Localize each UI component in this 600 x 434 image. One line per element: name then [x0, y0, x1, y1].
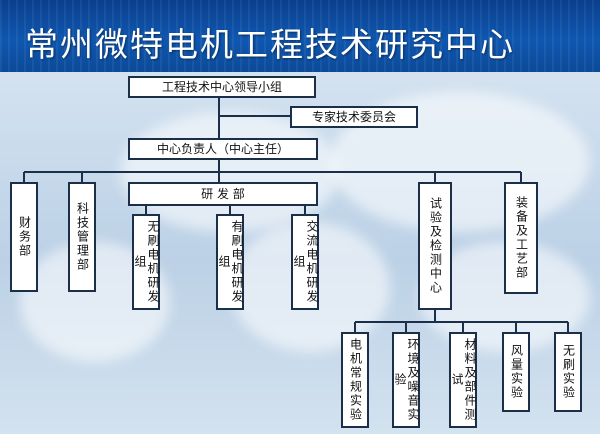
brushless-lab-label: 无刷实验	[561, 344, 576, 400]
ac-motor-rd-label: 交流电机研发组	[292, 220, 319, 304]
test-detection-center-box: 试验及检测中心	[418, 182, 452, 310]
center-head-label: 中心负责人（中心主任）	[156, 142, 289, 156]
env-noise-lab-label: 环境及噪音实验	[393, 338, 420, 422]
page-title: 常州微特电机工程技术研究中心	[25, 25, 515, 64]
leader-group-box: 工程技术中心领导小组	[128, 76, 316, 98]
equipment-process-label: 装备及工艺部	[514, 196, 529, 280]
brushless-motor-rd-label: 无刷电机研发组	[133, 220, 160, 304]
brushed-motor-rd-box: 有刷电机研发组	[216, 214, 244, 310]
finance-dept-label: 财务部	[17, 216, 32, 258]
material-parts-test-box: 材料及部件测试	[449, 332, 477, 428]
brushless-lab-box: 无刷实验	[554, 332, 582, 412]
expert-committee-box: 专家技术委员会	[290, 106, 418, 128]
brushless-motor-rd-box: 无刷电机研发组	[132, 214, 160, 310]
tech-management-label: 科技管理部	[75, 202, 90, 272]
rd-dept-box: 研 发 部	[128, 182, 318, 206]
brushed-motor-rd-label: 有刷电机研发组	[217, 220, 244, 304]
env-noise-lab-box: 环境及噪音实验	[392, 332, 420, 428]
material-parts-test-label: 材料及部件测试	[450, 338, 477, 422]
tech-management-box: 科技管理部	[68, 182, 96, 292]
test-detection-center-label: 试验及检测中心	[428, 197, 443, 295]
motor-routine-lab-label: 电机常规实验	[348, 338, 363, 422]
center-head-box: 中心负责人（中心主任）	[128, 138, 318, 160]
title-bar: 常州微特电机工程技术研究中心	[0, 0, 600, 72]
air-volume-lab-label: 风量实验	[509, 344, 524, 400]
equipment-process-box: 装备及工艺部	[504, 182, 538, 294]
leader-group-label: 工程技术中心领导小组	[161, 80, 282, 94]
rd-dept-label: 研 发 部	[201, 187, 245, 201]
expert-committee-label: 专家技术委员会	[311, 110, 396, 124]
air-volume-lab-box: 风量实验	[502, 332, 530, 412]
motor-routine-lab-box: 电机常规实验	[341, 332, 369, 428]
finance-dept-box: 财务部	[10, 182, 38, 292]
ac-motor-rd-box: 交流电机研发组	[291, 214, 319, 310]
